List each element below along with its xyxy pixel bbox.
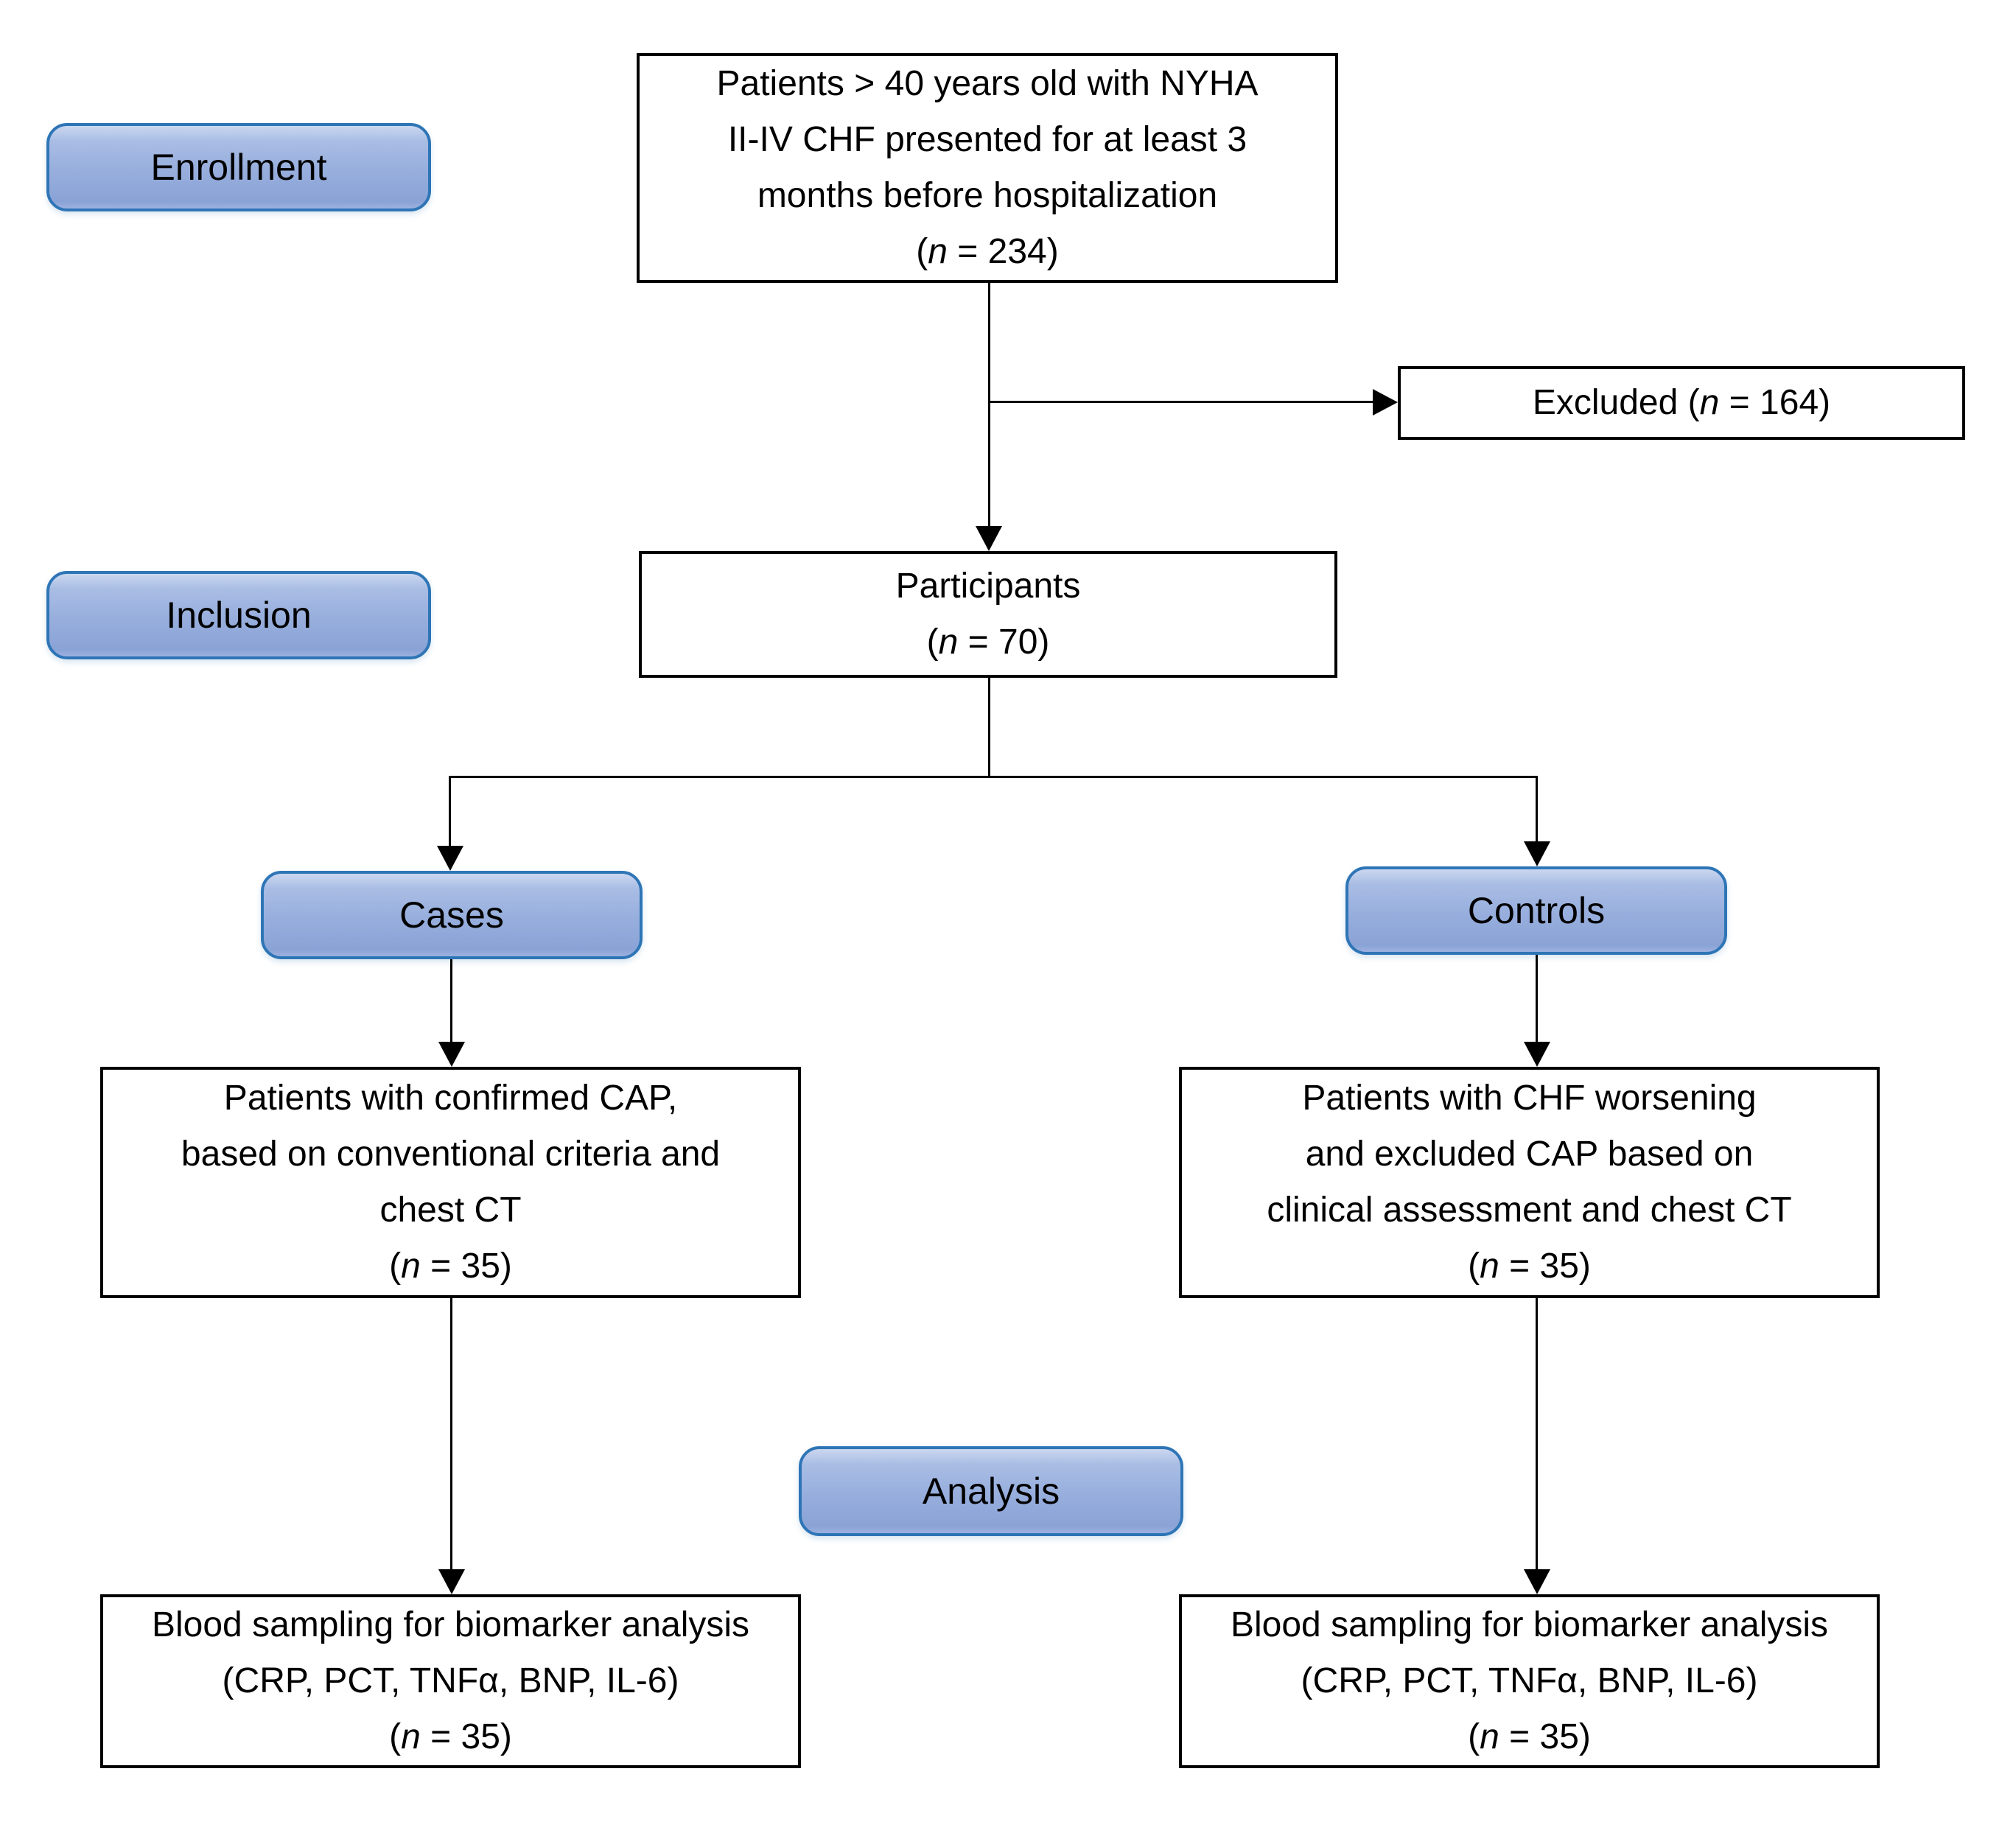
box-text-line: (CRP, PCT, TNFα, BNP, IL-6) — [222, 1661, 679, 1700]
connector-split-to-cases — [449, 776, 451, 847]
box-text-line: Participants — [895, 567, 1081, 606]
box-text-line: Patients > 40 years old with NYHA — [716, 64, 1259, 103]
box-text-line: chest CT — [379, 1191, 522, 1230]
stage-label-cases: Cases — [261, 871, 643, 959]
screening-population-box: Patients > 40 years old with NYHA II-IV … — [637, 53, 1338, 283]
stage-label-analysis: Analysis — [799, 1446, 1183, 1536]
arrowhead-into-controls — [1524, 841, 1550, 866]
stage-label-text: Cases — [399, 894, 504, 936]
arrowhead-into-excluded — [1373, 389, 1398, 416]
sample-size-line: (n = 70) — [926, 623, 1050, 662]
box-text-line: Blood sampling for biomarker analysis — [151, 1605, 750, 1644]
stage-label-text: Analysis — [922, 1471, 1060, 1512]
stage-label-enrollment: Enrollment — [46, 123, 431, 211]
connector-screening-to-participants — [988, 283, 990, 528]
box-text-line: (CRP, PCT, TNFα, BNP, IL-6) — [1301, 1661, 1758, 1700]
sample-size-line: (n = 35) — [389, 1247, 512, 1286]
sample-size-line: (n = 35) — [389, 1717, 512, 1756]
sample-size-line: Excluded (n = 164) — [1532, 383, 1831, 422]
box-text-line: clinical assessment and chest CT — [1267, 1191, 1792, 1230]
sample-size-line: (n = 35) — [1468, 1247, 1591, 1286]
controls-description-box: Patients with CHF worsening and excluded… — [1179, 1067, 1880, 1298]
connector-cases-to-description — [450, 959, 452, 1043]
arrowhead-into-controls-description — [1524, 1042, 1550, 1067]
box-text-line: months before hospitalization — [757, 176, 1218, 215]
sample-size-line: (n = 35) — [1468, 1717, 1591, 1756]
participants-box: Participants (n = 70) — [639, 551, 1337, 678]
excluded-box: Excluded (n = 164) — [1398, 366, 1965, 440]
arrowhead-into-cases — [437, 846, 463, 871]
stage-label-controls: Controls — [1345, 866, 1727, 955]
box-text-line: Blood sampling for biomarker analysis — [1230, 1605, 1829, 1644]
arrowhead-into-controls-blood — [1524, 1569, 1550, 1594]
box-text-line: Patients with confirmed CAP, — [223, 1079, 678, 1118]
connector-controls-to-description — [1536, 955, 1538, 1043]
box-text-line: Patients with CHF worsening — [1302, 1079, 1757, 1118]
connector-branch-to-excluded — [988, 401, 1374, 403]
connector-split-horizontal — [449, 776, 1538, 778]
connector-split-to-controls — [1536, 776, 1538, 843]
arrowhead-into-participants — [976, 526, 1002, 551]
stage-label-text: Inclusion — [166, 595, 312, 636]
box-text-line: and excluded CAP based on — [1305, 1135, 1754, 1174]
connector-participants-to-split — [988, 678, 990, 778]
box-text-line: based on conventional criteria and — [181, 1135, 721, 1174]
controls-blood-sampling-box: Blood sampling for biomarker analysis (C… — [1179, 1594, 1880, 1768]
cases-description-box: Patients with confirmed CAP, based on co… — [100, 1067, 801, 1298]
stage-label-text: Controls — [1467, 890, 1606, 931]
sample-size-line: (n = 234) — [916, 232, 1059, 271]
arrowhead-into-cases-blood — [438, 1569, 465, 1594]
cases-blood-sampling-box: Blood sampling for biomarker analysis (C… — [100, 1594, 801, 1768]
stage-label-inclusion: Inclusion — [46, 571, 431, 659]
box-text-line: II-IV CHF presented for at least 3 — [727, 120, 1247, 159]
arrowhead-into-cases-description — [438, 1042, 465, 1067]
stage-label-text: Enrollment — [150, 147, 327, 188]
connector-controls-description-to-blood — [1536, 1298, 1538, 1571]
connector-cases-description-to-blood — [450, 1298, 452, 1571]
